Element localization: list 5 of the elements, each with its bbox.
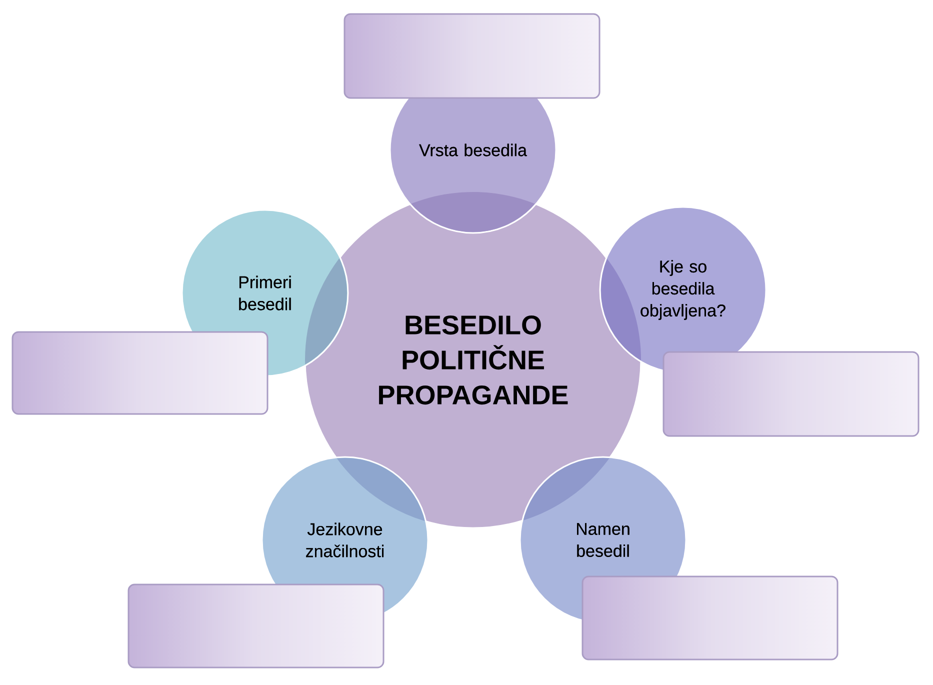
empty-box [662, 351, 920, 437]
empty-box [582, 576, 838, 660]
empty-box [12, 331, 268, 415]
empty-box [128, 584, 384, 668]
empty-box [344, 13, 600, 99]
